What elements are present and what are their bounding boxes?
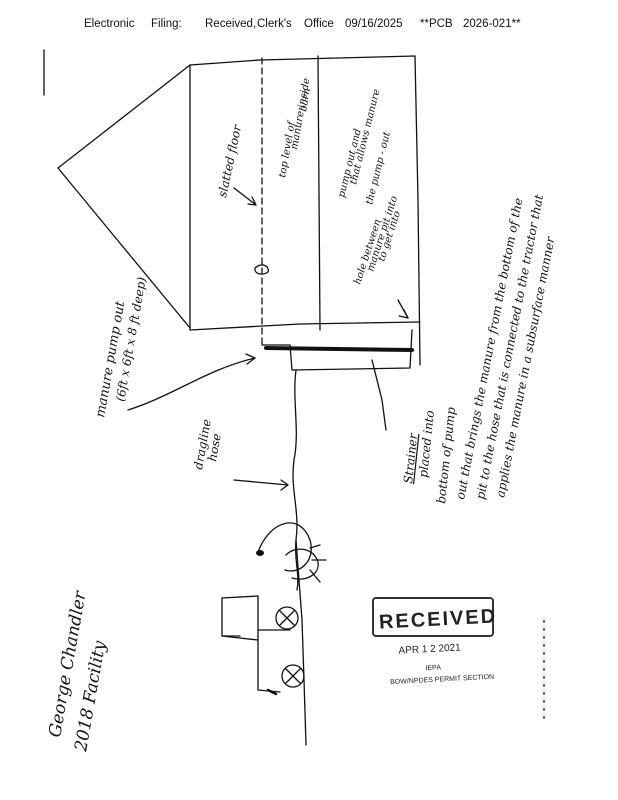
barn-right-wall [415, 56, 420, 365]
pump-out-bar [266, 348, 412, 350]
stamp-section: BOW/NPDES PERMIT SECTION [390, 674, 494, 686]
strainer-pointer [372, 360, 386, 430]
stamp-received: RECEIVED [378, 605, 497, 633]
manure-level-line [318, 56, 320, 330]
label-manure-inside: manure inside [289, 77, 312, 150]
dragline-arrow [234, 480, 288, 485]
stamp-date: APR 1 2 2021 [398, 642, 461, 656]
label-slatted-floor: slatted floor [215, 123, 244, 199]
barn-top-wall [190, 56, 415, 65]
received-stamp: RECEIVED APR 1 2 2021 IEPA BOW/NPDES PER… [378, 605, 500, 686]
barn-roof [58, 65, 190, 328]
hose-reel [258, 523, 311, 571]
pump-out-arrow [128, 358, 255, 410]
label-placed-into: placed into [416, 410, 437, 479]
slatted-arrow [234, 188, 256, 205]
stamp-agency: IEPA [425, 664, 441, 672]
barn-bottom-wall [190, 322, 420, 330]
